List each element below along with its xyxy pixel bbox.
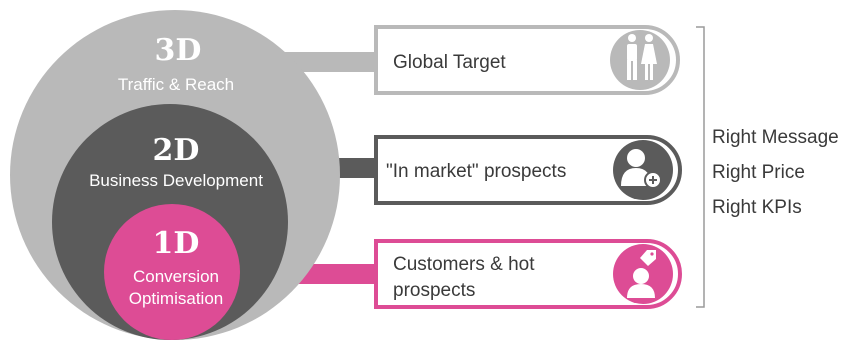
customer-tag-icon — [627, 250, 656, 298]
box-in-market-label: "In market" prospects — [386, 161, 566, 182]
add-user-icon — [621, 149, 662, 189]
circle-2d-title: 2D — [153, 133, 200, 168]
box-customers-label-line1: Customers & hot — [393, 254, 535, 275]
right-list-item-price: Right Price — [712, 162, 805, 183]
right-list-item-kpis: Right KPIs — [712, 197, 802, 218]
inner-circle-1d — [104, 204, 240, 340]
box-global-target-label: Global Target — [393, 52, 506, 73]
connector-global — [280, 52, 380, 72]
bracket — [696, 26, 705, 308]
circle-2d-subtitle: Business Development — [89, 171, 263, 190]
box-global-target: Global Target — [374, 25, 680, 95]
box-global-target-icon-bg — [610, 30, 670, 90]
box-customers: Customers & hot prospects — [374, 239, 682, 309]
circle-3d-subtitle: Traffic & Reach — [118, 75, 234, 94]
circle-3d-title: 3D — [155, 33, 202, 68]
box-customers-label-line2: prospects — [393, 280, 475, 301]
circle-1d-title: 1D — [153, 226, 200, 261]
circle-1d-subtitle-line2: Optimisation — [129, 289, 223, 308]
circle-1d-subtitle-line1: Conversion — [133, 267, 219, 286]
right-list-item-message: Right Message — [712, 127, 839, 148]
people-icon — [627, 34, 657, 80]
box-in-market: "In market" prospects — [374, 135, 682, 205]
